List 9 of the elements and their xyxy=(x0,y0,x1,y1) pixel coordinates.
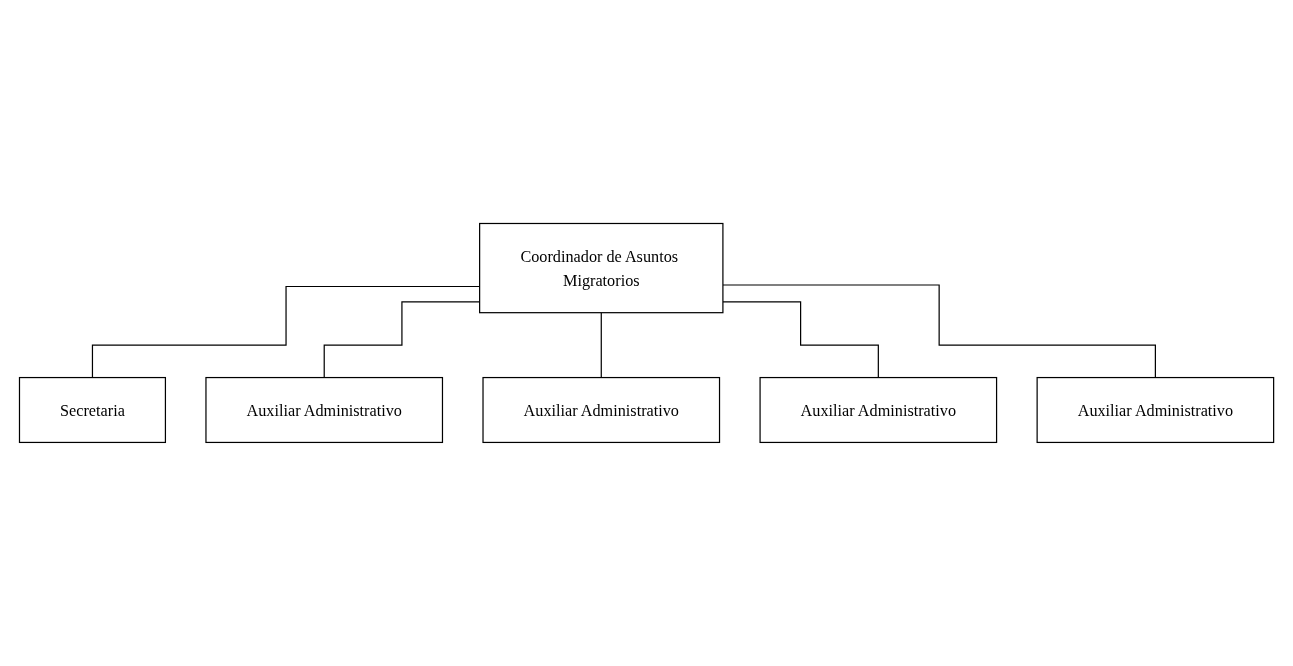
node-box: Auxiliar Administrativo xyxy=(205,376,444,444)
connector xyxy=(600,312,602,379)
connector xyxy=(722,284,1156,379)
node-box: Secretaria xyxy=(18,376,166,444)
node-box: Auxiliar Administrativo xyxy=(1036,376,1275,444)
node-box: Coordinador de Asuntos Migratorios xyxy=(478,222,724,314)
connector xyxy=(722,301,879,379)
node-box: Auxiliar Administrativo xyxy=(759,376,998,444)
node-box: Auxiliar Administrativo xyxy=(482,376,721,444)
